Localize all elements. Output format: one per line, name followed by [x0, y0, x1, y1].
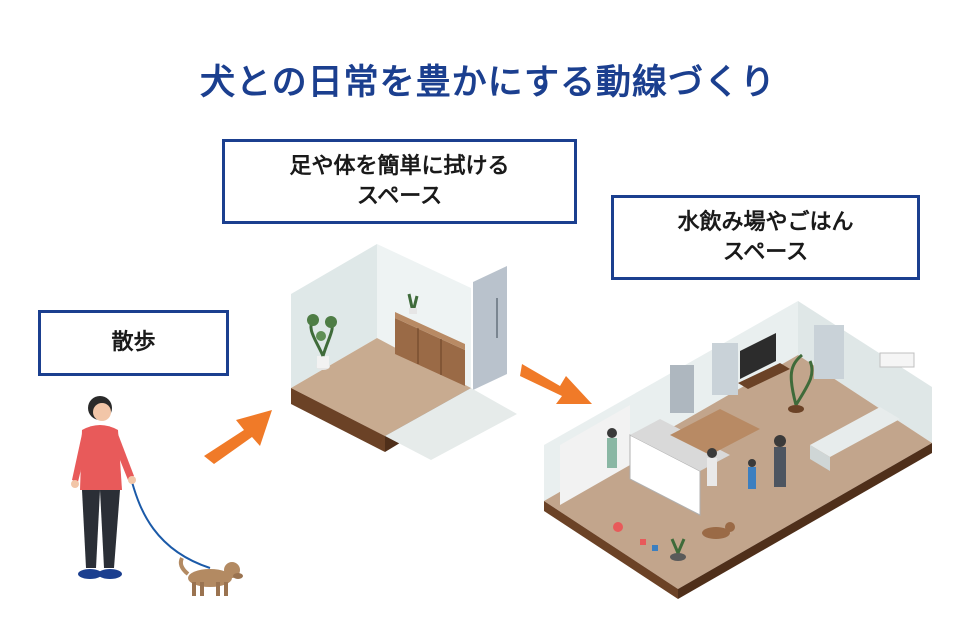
wipe-space-label-line2: スペース	[356, 183, 443, 209]
arrow-right-icon	[204, 410, 272, 464]
arrow-right-icon	[520, 364, 592, 404]
walk-label: 散歩	[38, 310, 229, 376]
walk-label-text: 散歩	[111, 330, 156, 356]
food-space-label-line1: 水飲み場やごはん	[677, 209, 854, 235]
living-room-illustration	[544, 301, 932, 599]
entrance-room-illustration	[291, 244, 517, 460]
food-space-label: 水飲み場やごはん スペース	[611, 195, 920, 280]
page-title: 犬との日常を豊かにする動線づくり	[199, 63, 776, 103]
wipe-space-label-line1: 足や体を簡単に拭ける	[289, 153, 510, 179]
wipe-space-label: 足や体を簡単に拭ける スペース	[222, 139, 577, 224]
food-space-label-line2: スペース	[722, 239, 809, 265]
person-walking-dog-illustration	[71, 396, 243, 596]
